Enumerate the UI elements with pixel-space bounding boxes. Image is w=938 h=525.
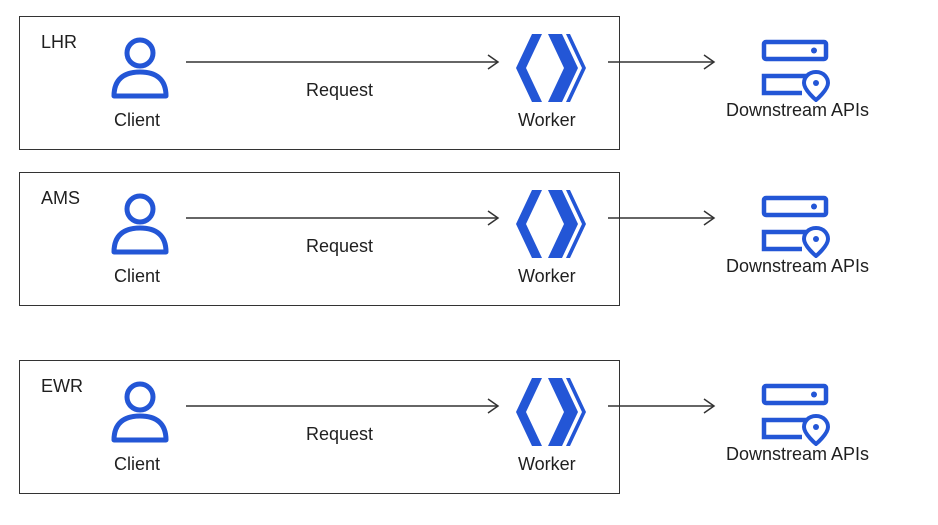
server-location-icon	[761, 39, 831, 102]
downstream-apis-label: Downstream APIs	[726, 256, 870, 276]
worker-chevron-icon	[516, 190, 586, 258]
downstream-arrow	[608, 54, 716, 70]
request-arrow	[186, 210, 500, 226]
region-code: AMS	[41, 188, 81, 208]
client-label: Client	[114, 454, 161, 474]
worker-label: Worker	[518, 110, 576, 130]
request-arrow	[186, 398, 500, 414]
downstream-apis-label: Downstream APIs	[726, 100, 870, 120]
region-row-ewr: EWR Client Request Worker Downstream API…	[0, 360, 938, 500]
request-label: Request	[306, 236, 374, 256]
worker-label: Worker	[518, 266, 576, 286]
worker-chevron-icon	[516, 34, 586, 102]
region-code: EWR	[41, 376, 83, 396]
region-row-lhr: LHR Client Request Worker Downstream API…	[0, 16, 938, 156]
server-location-icon	[761, 195, 831, 258]
downstream-apis-label: Downstream APIs	[726, 444, 870, 464]
downstream-arrow	[608, 398, 716, 414]
request-label: Request	[306, 424, 374, 444]
client-label: Client	[114, 110, 161, 130]
region-code: LHR	[41, 32, 78, 52]
user-icon	[111, 37, 169, 99]
request-label: Request	[306, 80, 374, 100]
downstream-arrow	[608, 210, 716, 226]
user-icon	[111, 193, 169, 255]
worker-label: Worker	[518, 454, 576, 474]
worker-chevron-icon	[516, 378, 586, 446]
region-row-ams: AMS Client Request Worker Downstream API…	[0, 172, 938, 312]
request-arrow	[186, 54, 500, 70]
user-icon	[111, 381, 169, 443]
server-location-icon	[761, 383, 831, 446]
client-label: Client	[114, 266, 161, 286]
